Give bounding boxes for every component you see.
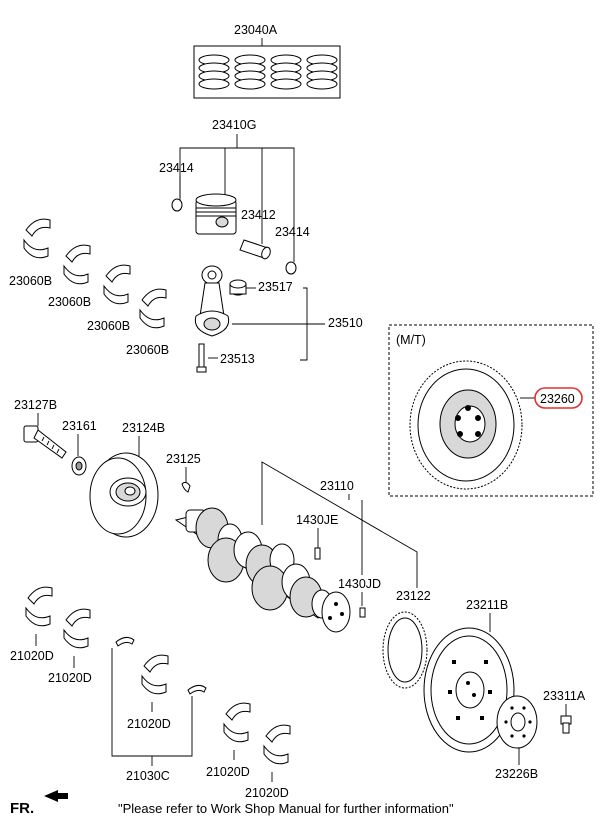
ring-gear-icon bbox=[382, 611, 428, 689]
drive-plate-icon bbox=[423, 627, 515, 753]
label-23124B[interactable]: 23124B bbox=[122, 421, 165, 435]
label-23226B[interactable]: 23226B bbox=[495, 767, 538, 781]
connecting-rod-icon bbox=[194, 265, 230, 337]
pulley-bolt-icon bbox=[23, 425, 67, 459]
label-23060B-2[interactable]: 23060B bbox=[48, 295, 91, 309]
main-bearing-icon-4 bbox=[223, 702, 251, 743]
label-21020D-2[interactable]: 21020D bbox=[48, 671, 92, 685]
footer-note: "Please refer to Work Shop Manual for fu… bbox=[118, 801, 454, 816]
label-23414-top[interactable]: 23414 bbox=[159, 161, 194, 175]
con-rod-bolt-icon bbox=[196, 343, 207, 373]
label-23060B-1[interactable]: 23060B bbox=[9, 274, 52, 288]
key-icon bbox=[181, 481, 191, 493]
label-23060B-4[interactable]: 23060B bbox=[126, 343, 169, 357]
label-21030C[interactable]: 21030C bbox=[126, 769, 170, 783]
label-23040A[interactable]: 23040A bbox=[234, 23, 278, 37]
con-rod-bearing-icon-1 bbox=[23, 218, 51, 259]
dowel-pin-icon-2 bbox=[359, 607, 366, 618]
label-23412[interactable]: 23412 bbox=[241, 208, 276, 222]
adapter-plate-icon bbox=[496, 695, 538, 749]
piston-ring-stack-3 bbox=[270, 54, 302, 90]
con-rod-bearing-icon-2 bbox=[63, 244, 91, 285]
dowel-pin-icon-1 bbox=[314, 547, 321, 560]
label-23161[interactable]: 23161 bbox=[62, 419, 97, 433]
con-rod-small-bearing-icon bbox=[229, 279, 247, 296]
label-23060B-3[interactable]: 23060B bbox=[87, 319, 130, 333]
main-bearing-icon-3 bbox=[141, 654, 169, 695]
label-mt: (M/T) bbox=[396, 333, 426, 347]
label-23122[interactable]: 23122 bbox=[396, 589, 431, 603]
piston-ring-stack-2 bbox=[234, 54, 266, 90]
label-23127B[interactable]: 23127B bbox=[14, 398, 57, 412]
piston-ring-stack-4 bbox=[306, 54, 338, 90]
crankshaft-icon bbox=[174, 507, 351, 633]
label-21020D-4[interactable]: 21020D bbox=[206, 765, 250, 779]
direction-label: FR. bbox=[10, 800, 34, 817]
label-23510[interactable]: 23510 bbox=[328, 316, 363, 330]
label-23110[interactable]: 23110 bbox=[320, 479, 354, 493]
label-1430JE[interactable]: 1430JE bbox=[296, 513, 338, 527]
piston-ring-stack-1 bbox=[198, 54, 230, 90]
label-21020D-1[interactable]: 21020D bbox=[10, 649, 54, 663]
thrust-washer-icon-1 bbox=[115, 636, 135, 647]
plate-bolt-icon bbox=[560, 715, 572, 734]
label-23517[interactable]: 23517 bbox=[258, 280, 293, 294]
label-23513[interactable]: 23513 bbox=[220, 352, 255, 366]
piston-pin-icon bbox=[239, 239, 271, 260]
damper-pulley-icon bbox=[89, 452, 159, 538]
front-arrow-icon bbox=[44, 790, 68, 802]
snap-ring-icon-bottom bbox=[285, 261, 297, 275]
main-bearing-icon-1 bbox=[25, 586, 53, 627]
piston-ring-set-box bbox=[193, 45, 341, 99]
label-1430JD[interactable]: 1430JD bbox=[338, 577, 381, 591]
label-23260[interactable]: 23260 bbox=[540, 392, 575, 406]
mt-flywheel-box bbox=[388, 324, 594, 497]
main-bearing-icon-5 bbox=[263, 724, 291, 765]
piston-icon bbox=[195, 193, 237, 235]
flywheel-icon bbox=[409, 360, 523, 490]
label-23410G[interactable]: 23410G bbox=[212, 118, 256, 132]
main-bearing-icon-2 bbox=[63, 608, 91, 649]
con-rod-bearing-icon-4 bbox=[139, 288, 167, 329]
thrust-washer-icon-2 bbox=[187, 684, 207, 695]
label-21020D-5[interactable]: 21020D bbox=[245, 786, 289, 800]
label-23311A[interactable]: 23311A bbox=[543, 689, 586, 703]
label-23211B[interactable]: 23211B bbox=[466, 598, 508, 612]
label-23125[interactable]: 23125 bbox=[166, 452, 201, 466]
highlight-ring-23260 bbox=[534, 387, 583, 409]
label-23414-bottom[interactable]: 23414 bbox=[275, 225, 310, 239]
snap-ring-icon-top bbox=[171, 198, 183, 212]
con-rod-bearing-icon-3 bbox=[103, 264, 131, 305]
label-21020D-3[interactable]: 21020D bbox=[127, 717, 171, 731]
